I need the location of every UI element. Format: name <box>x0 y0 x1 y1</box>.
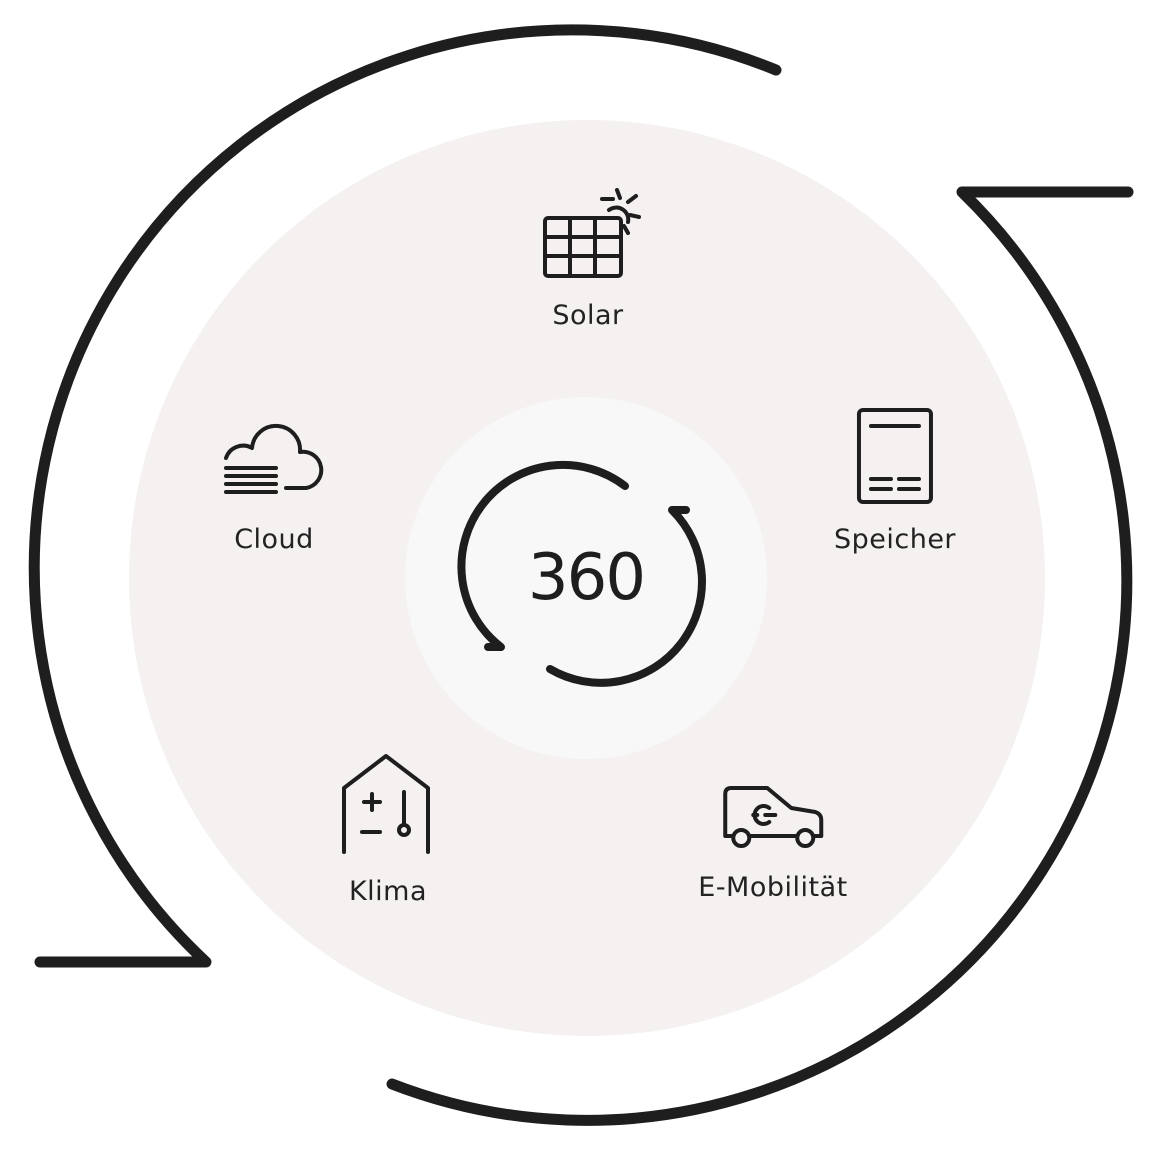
item-label: Klima <box>348 876 428 907</box>
item-speicher: Speicher <box>834 406 956 555</box>
item-cloud: Cloud <box>220 414 328 555</box>
item-solar: Solar <box>533 186 643 331</box>
outer-arrow-arc-right <box>386 186 1134 1126</box>
electric-car-icon <box>722 786 823 848</box>
battery-storage-icon <box>857 408 933 504</box>
center-number: 360 <box>527 541 646 615</box>
solar-panel-icon <box>543 188 641 278</box>
circular-arrows-icon <box>457 460 706 687</box>
house-climate-icon <box>342 754 430 854</box>
outer-arrow-arc-left <box>28 24 782 968</box>
item-label: E-Mobilität <box>698 872 848 903</box>
item-label: Cloud <box>234 524 314 555</box>
item-label: Speicher <box>833 524 957 555</box>
item-e-mobilitaet: E-Mobilität <box>698 780 847 903</box>
item-klima: Klima <box>338 750 438 907</box>
cloud-icon <box>224 423 324 494</box>
item-label: Solar <box>552 300 624 331</box>
